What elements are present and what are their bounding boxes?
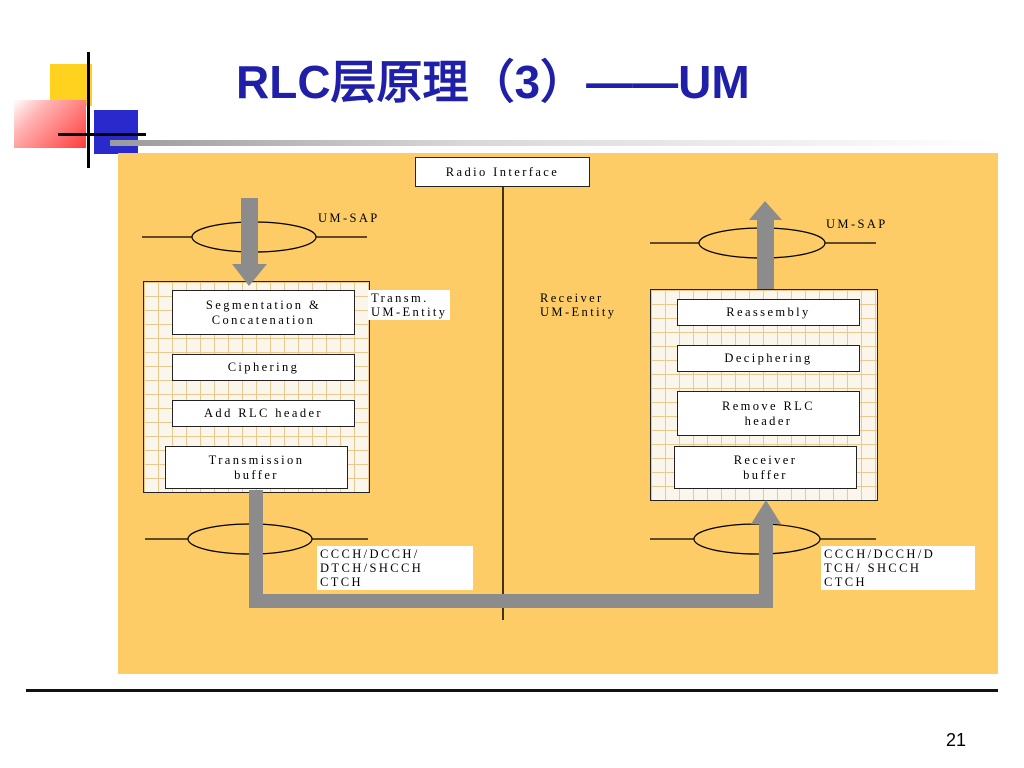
right-channel-ellipse: [693, 523, 821, 555]
segmentation-box: Segmentation & Concatenation: [172, 290, 355, 335]
down-arrow-shaft: [241, 198, 258, 266]
left-sap-label: UM-SAP: [318, 211, 380, 225]
transmission-path-arrowhead: [751, 500, 781, 524]
reassembly-box: Reassembly: [677, 299, 860, 326]
radio-interface-label: Radio Interface: [415, 157, 590, 187]
up-arrow-shaft: [757, 218, 774, 289]
right-sap-label: UM-SAP: [826, 217, 888, 231]
down-arrow-head: [232, 264, 267, 286]
right-channels-label: CCCH/DCCH/D TCH/ SHCCH CTCH: [821, 546, 975, 590]
up-arrow-head: [749, 201, 782, 220]
deco-horizontal-line: [58, 133, 146, 136]
deco-red-square: [14, 100, 86, 148]
transmission-path: [249, 490, 773, 608]
receiver-buffer-box: Receiver buffer: [674, 446, 857, 489]
deco-yellow-square: [50, 64, 92, 106]
transmit-entity-label: Transm. UM-Entity: [368, 290, 451, 320]
deco-blue-square: [94, 110, 138, 154]
deco-vertical-line: [87, 52, 90, 168]
deciphering-box: Deciphering: [677, 345, 860, 372]
title-underline: [110, 140, 1000, 146]
footer-rule: [26, 689, 998, 692]
corner-decoration: [0, 0, 150, 170]
add-rlc-header-box: Add RLC header: [172, 400, 355, 427]
page-number: 21: [946, 730, 967, 750]
receiver-entity-label: Receiver UM-Entity: [540, 291, 617, 319]
left-channels-label: CCCH/DCCH/ DTCH/SHCCH CTCH: [317, 546, 473, 590]
ciphering-box: Ciphering: [172, 354, 355, 381]
slide-title: RLC层原理（3）——UM: [236, 56, 750, 108]
transmission-buffer-box: Transmission buffer: [165, 446, 348, 489]
remove-rlc-header-box: Remove RLC header: [677, 391, 860, 436]
